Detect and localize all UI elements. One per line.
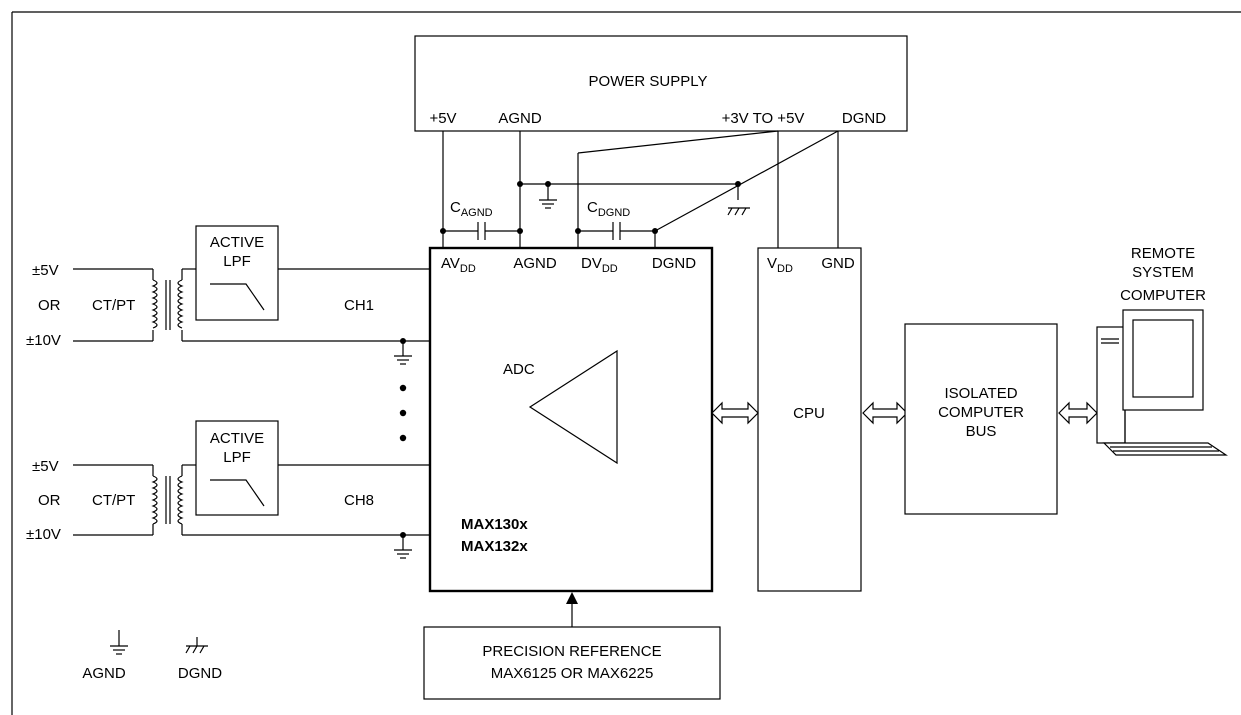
power-pin-5v: +5V <box>429 110 456 127</box>
isolated-bus-line3: BUS <box>966 423 997 440</box>
ch8-v1: ±5V <box>32 458 59 475</box>
remote-line1: REMOTE <box>1131 245 1195 262</box>
power-pin-dgnd: DGND <box>842 110 886 127</box>
ch8-ctpt: CT/PT <box>92 492 135 509</box>
ch1-v1: ±5V <box>32 262 59 279</box>
cpu-pin-gnd: GND <box>821 255 855 272</box>
power-supply-block: POWER SUPPLY +5V AGND +3V TO +5V DGND <box>414 35 908 132</box>
ch1-ctpt: CT/PT <box>92 297 135 314</box>
ch1-lpf-line1: ACTIVE <box>210 234 264 251</box>
ch1-or: OR <box>38 297 61 314</box>
ellipsis-dot <box>399 409 407 417</box>
adc-block: AVDD AGND DVDD DGND ADC MAX130x MAX132x <box>428 246 714 593</box>
adc-pin-avdd: AVDD <box>441 255 476 275</box>
ch1-lowpass-icon <box>210 283 265 311</box>
adc-triangle-icon <box>528 349 618 465</box>
adc-part-2: MAX132x <box>461 538 528 555</box>
adc-label: ADC <box>503 361 535 378</box>
power-pin-agnd: AGND <box>498 110 542 127</box>
ch8-v2: ±10V <box>26 526 61 543</box>
ch8-or: OR <box>38 492 61 509</box>
ch8-lowpass-icon <box>210 479 265 507</box>
power-supply-box <box>414 35 908 132</box>
bus-remote-arrow-icon <box>1058 401 1098 425</box>
reference-box <box>423 626 721 700</box>
ch8-lpf-line1: ACTIVE <box>210 430 264 447</box>
ch8-lpf-box <box>195 420 279 516</box>
remote-line2: SYSTEM <box>1132 264 1194 281</box>
reference-line2: MAX6125 OR MAX6225 <box>491 665 654 682</box>
channel-ch8: ±5V OR ±10V CT/PT ACTIVE LPF CH8 <box>26 420 430 559</box>
cap-cagnd-label: CAGND <box>450 199 493 219</box>
isolated-bus-box <box>904 323 1058 515</box>
ch1-v2: ±10V <box>26 332 61 349</box>
cpu-pin-vdd: VDD <box>767 255 793 275</box>
adc-pin-agnd: AGND <box>513 255 557 272</box>
remote-computer: REMOTE SYSTEM COMPUTER <box>1096 245 1228 456</box>
ellipsis-dot <box>399 384 407 392</box>
power-pin-3v-5v: +3V TO +5V <box>722 110 805 127</box>
ch8-lpf-line2: LPF <box>223 449 251 466</box>
channel-ch1: ±5V OR ±10V CT/PT ACTIVE LPF CH1 <box>26 225 430 365</box>
legend-agnd: AGND <box>82 665 126 682</box>
cap-cdgnd-label: CDGND <box>587 199 630 219</box>
legend-dgnd: DGND <box>178 665 222 682</box>
adc-part-1: MAX130x <box>461 516 528 533</box>
ch8-secondary-coil-icon <box>177 475 184 525</box>
ch1-label: CH1 <box>344 297 374 314</box>
power-wiring <box>440 130 839 248</box>
ch8-primary-coil-icon <box>151 475 158 525</box>
cpu-label: CPU <box>793 405 825 422</box>
cpu-box <box>757 247 862 592</box>
ch8-label: CH8 <box>344 492 374 509</box>
isolated-bus-line2: COMPUTER <box>938 404 1024 421</box>
ch1-secondary-coil-icon <box>177 279 184 329</box>
legend: AGND DGND <box>82 630 222 682</box>
adc-pin-dvdd: DVDD <box>581 255 618 275</box>
isolated-bus-block: ISOLATED COMPUTER BUS <box>904 323 1058 515</box>
computer-icon <box>1096 309 1228 456</box>
ch1-primary-coil-icon <box>151 279 158 329</box>
cpu-block: VDD GND CPU <box>757 247 862 592</box>
reference-line1: PRECISION REFERENCE <box>482 643 661 660</box>
power-supply-title: POWER SUPPLY <box>589 73 708 90</box>
remote-line3: COMPUTER <box>1120 287 1206 304</box>
cpu-bus-arrow-icon <box>862 401 908 425</box>
ch1-lpf-line2: LPF <box>223 253 251 270</box>
isolated-bus-line1: ISOLATED <box>944 385 1017 402</box>
ellipsis-dot <box>399 434 407 442</box>
reference-block: PRECISION REFERENCE MAX6125 OR MAX6225 <box>423 592 721 700</box>
ch1-lpf-box <box>195 225 279 321</box>
adc-pin-dgnd: DGND <box>652 255 696 272</box>
adc-cpu-bus-arrow-icon <box>711 401 759 425</box>
reference-arrow-icon <box>566 592 578 604</box>
